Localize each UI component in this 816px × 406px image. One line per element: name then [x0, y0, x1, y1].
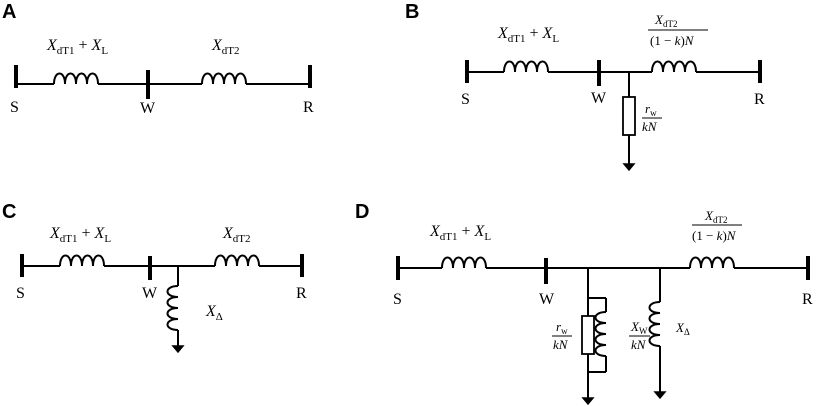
panel-c: C XdT1+XL XdT2 XΔ S W R — [2, 201, 307, 354]
node-w: W — [591, 90, 607, 107]
node-w: W — [142, 285, 158, 302]
resistor-rw — [581, 315, 595, 355]
inductor-xdelta — [648, 301, 661, 347]
label-xdt2-fraction: XdT2 (1 − k)N — [648, 12, 708, 48]
panel-c-label: C — [2, 201, 16, 223]
denominator: kN — [553, 337, 569, 352]
panel-a: A XdT1+XL XdT2 S W R — [2, 1, 314, 117]
label-rw-kn-fraction: rw kN — [642, 101, 662, 134]
panel-d-label: D — [355, 201, 369, 223]
label-xdt2: XdT2 — [211, 37, 240, 57]
label-xdt2: XdT2 — [222, 225, 251, 245]
numerator: XW — [630, 319, 648, 336]
node-r: R — [802, 291, 813, 308]
ground-icon — [622, 163, 636, 172]
numerator: rw — [645, 101, 657, 118]
numerator: rw — [556, 319, 568, 336]
inductor-xdt2 — [201, 72, 247, 85]
label-xdelta: XΔ — [205, 303, 223, 323]
denominator: (1 − k)N — [650, 33, 695, 48]
denominator: (1 − k)N — [692, 228, 737, 243]
denominator: kN — [642, 119, 658, 134]
numerator: XdT2 — [654, 12, 677, 29]
inductor-xdt2 — [689, 256, 735, 269]
numerator: XdT2 — [704, 208, 727, 225]
node-s: S — [393, 291, 402, 308]
node-s: S — [16, 285, 25, 302]
node-w: W — [539, 291, 555, 308]
ground-icon — [653, 391, 667, 400]
panel-b-label: B — [405, 1, 419, 23]
label-xdt1-xl: XdT1+XL — [497, 25, 559, 45]
inductor-xw — [594, 311, 607, 357]
panel-a-label: A — [2, 1, 16, 23]
label-xdelta: XΔ — [675, 320, 690, 337]
label-xw-kn-fraction: XW kN — [629, 319, 650, 352]
label-xdt2-fraction: XdT2 (1 − k)N — [692, 208, 742, 243]
inductor-xdt2 — [214, 254, 260, 267]
label-xdt1-xl: XdT1+XL — [49, 225, 111, 245]
node-s: S — [461, 91, 470, 108]
node-s: S — [10, 99, 19, 116]
denominator: kN — [631, 337, 647, 352]
resistor-rw — [622, 96, 636, 136]
inductor-xdt1-xl — [59, 254, 105, 267]
node-w: W — [140, 100, 156, 117]
label-xdt1-xl: XdT1+XL — [46, 37, 108, 57]
panel-b: B XdT1+XL XdT2 (1 − k)N rw kN S W R — [405, 1, 765, 172]
panel-d: D XdT1+XL XdT2 (1 − k)N — [355, 201, 813, 406]
inductor-xdt1-xl — [503, 60, 549, 73]
ground-icon — [171, 345, 185, 354]
inductor-xdelta — [166, 285, 179, 331]
ground-icon — [581, 397, 595, 406]
inductor-xdt2 — [651, 60, 697, 73]
node-r: R — [754, 91, 765, 108]
label-xdt1-xl: XdT1+XL — [429, 223, 491, 243]
label-rw-kn-fraction: rw kN — [552, 319, 572, 352]
node-r: R — [303, 99, 314, 116]
node-r: R — [296, 285, 307, 302]
inductor-xdt1-xl — [441, 256, 487, 269]
inductor-xdt1-xl — [53, 72, 99, 85]
